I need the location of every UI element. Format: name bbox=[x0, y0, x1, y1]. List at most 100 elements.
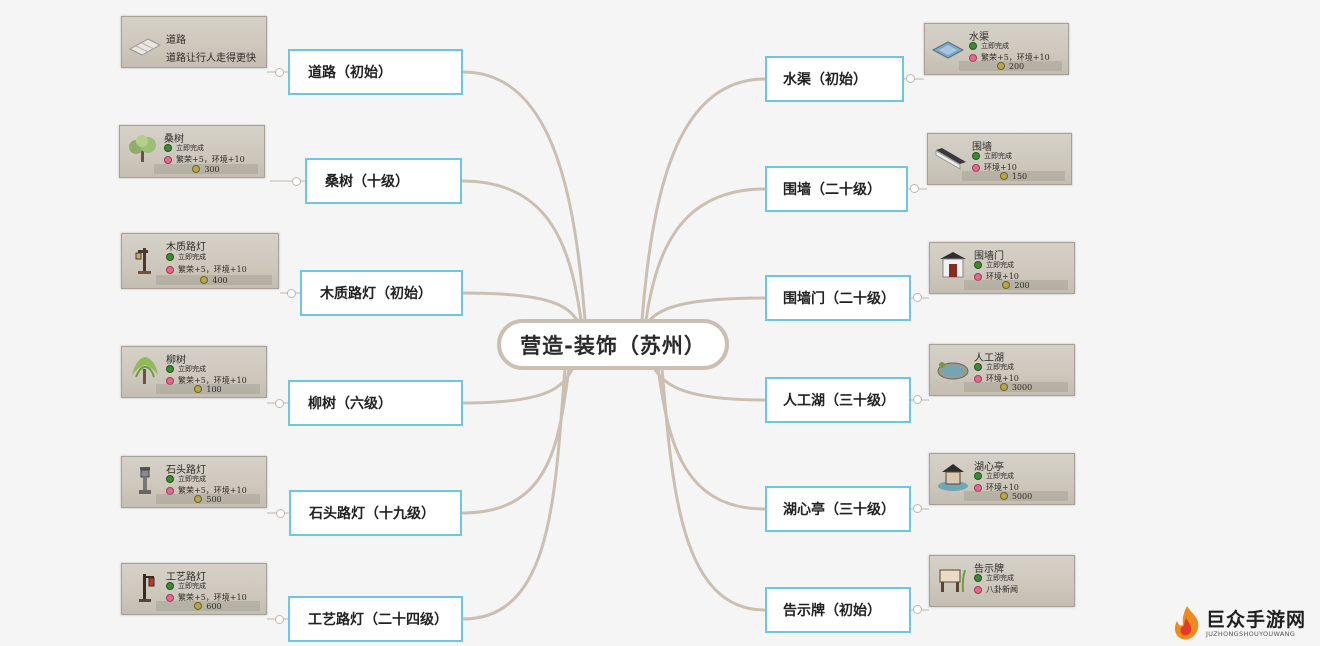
card-effect: 环境+10 bbox=[984, 163, 1017, 172]
connector-left bbox=[461, 366, 567, 621]
instant-icon bbox=[166, 253, 174, 261]
collapse-knob[interactable] bbox=[287, 289, 296, 298]
environment-icon bbox=[972, 163, 980, 172]
card-cost: 200 bbox=[1014, 280, 1030, 290]
connector-left bbox=[460, 366, 571, 515]
card-instant: 立即完成 bbox=[986, 472, 1014, 480]
road-tile-icon bbox=[128, 38, 162, 56]
collapse-knob[interactable] bbox=[275, 399, 284, 408]
card-lake-pavilion: 湖心亭 立即完成 环境+10 5000 bbox=[929, 453, 1075, 505]
card-cost-row: 500 bbox=[156, 494, 260, 504]
card-instant-row: 立即完成 bbox=[974, 573, 1014, 583]
card-effect-row: 繁荣+5，环境+10 bbox=[969, 52, 1050, 63]
node-artificial-lake[interactable]: 人工湖（三十级） bbox=[765, 377, 911, 423]
collapse-knob[interactable] bbox=[913, 395, 922, 404]
environment-icon bbox=[974, 483, 982, 492]
node-road[interactable]: 道路（初始） bbox=[288, 49, 463, 95]
connector-left bbox=[460, 179, 583, 322]
card-cost: 100 bbox=[206, 384, 222, 394]
node-lake-pavilion[interactable]: 湖心亭（三十级） bbox=[765, 486, 911, 532]
card-instant: 立即完成 bbox=[176, 144, 204, 152]
collapse-knob[interactable] bbox=[292, 177, 301, 186]
card-cost-row: 200 bbox=[964, 280, 1068, 290]
card-title: 道路 bbox=[166, 35, 186, 46]
node-stone-lamp[interactable]: 石头路灯（十九级） bbox=[289, 490, 462, 536]
node-wall[interactable]: 围墙（二十级） bbox=[765, 166, 908, 212]
card-instant-row: 立即完成 bbox=[972, 151, 1012, 161]
stone-lamp-icon bbox=[139, 467, 151, 494]
collapse-knob[interactable] bbox=[906, 74, 915, 83]
card-cost-row: 100 bbox=[156, 384, 260, 394]
card-effect: 环境+10 bbox=[986, 374, 1019, 383]
collapse-knob[interactable] bbox=[275, 615, 284, 624]
collapse-knob[interactable] bbox=[275, 68, 284, 77]
card-stone-lamp: 石头路灯 立即完成 繁荣+5，环境+10 500 bbox=[121, 456, 267, 508]
card-effect-row: 繁荣+5，环境+10 bbox=[164, 154, 245, 165]
card-effect: 繁荣+5，环境+10 bbox=[981, 53, 1050, 62]
node-willow[interactable]: 柳树（六级） bbox=[288, 380, 463, 426]
card-effect: 环境+10 bbox=[986, 483, 1019, 492]
node-craft-lamp[interactable]: 工艺路灯（二十四级） bbox=[288, 596, 463, 642]
card-instant-row: 立即完成 bbox=[166, 252, 206, 262]
card-instant-row: 立即完成 bbox=[166, 474, 206, 484]
wall-gate-icon bbox=[940, 252, 966, 278]
environment-icon bbox=[974, 272, 982, 281]
coin-icon bbox=[194, 602, 203, 610]
node-mulberry[interactable]: 桑树（十级） bbox=[305, 158, 462, 204]
card-instant: 立即完成 bbox=[984, 152, 1012, 160]
prosperity-icon bbox=[166, 486, 174, 495]
card-title: 柳树 bbox=[166, 355, 186, 366]
node-notice-board[interactable]: 告示牌（初始） bbox=[765, 587, 911, 633]
coin-icon bbox=[996, 62, 1005, 70]
node-label: 工艺路灯（二十四级） bbox=[308, 612, 448, 628]
instant-icon bbox=[972, 152, 980, 160]
instant-icon bbox=[166, 475, 174, 483]
card-cost-row: 600 bbox=[156, 601, 260, 611]
node-wall-gate[interactable]: 围墙门（二十级） bbox=[765, 275, 911, 321]
card-effect-row: 环境+10 bbox=[974, 482, 1019, 493]
collapse-knob[interactable] bbox=[913, 293, 922, 302]
card-title: 木质路灯 bbox=[166, 242, 206, 253]
connector-left bbox=[461, 291, 579, 322]
collapse-knob[interactable] bbox=[913, 504, 922, 513]
card-instant: 立即完成 bbox=[981, 42, 1009, 50]
collapse-knob[interactable] bbox=[910, 184, 919, 193]
card-title: 告示牌 bbox=[974, 564, 1004, 575]
lake-icon bbox=[937, 362, 969, 380]
prosperity-icon bbox=[164, 155, 172, 164]
card-effect-row: 繁荣+5，环境+10 bbox=[166, 592, 247, 603]
card-cost: 400 bbox=[212, 275, 228, 285]
card-cost: 600 bbox=[206, 601, 222, 611]
card-title: 石头路灯 bbox=[166, 465, 206, 476]
node-label: 道路（初始） bbox=[308, 65, 392, 81]
prosperity-icon bbox=[969, 53, 977, 62]
card-wall-gate: 围墙门 立即完成 环境+10 200 bbox=[929, 242, 1075, 294]
center-topic-label: 营造-装饰（苏州） bbox=[520, 333, 706, 358]
collapse-knob[interactable] bbox=[913, 605, 922, 614]
card-instant: 立即完成 bbox=[178, 475, 206, 483]
coin-icon bbox=[194, 385, 203, 393]
instant-icon bbox=[974, 261, 982, 269]
collapse-knob[interactable] bbox=[276, 509, 285, 518]
site-watermark: 巨众手游网 JUZHONGSHOUYOUWANG bbox=[1168, 604, 1318, 644]
prosperity-icon bbox=[166, 376, 174, 385]
card-instant: 立即完成 bbox=[986, 261, 1014, 269]
card-description: 道路让行人走得更快 bbox=[166, 53, 256, 64]
card-cost: 200 bbox=[1008, 61, 1025, 71]
card-effect-row: 八卦新闻 bbox=[974, 584, 1018, 595]
coin-icon bbox=[999, 383, 1008, 391]
instant-icon bbox=[969, 42, 977, 50]
card-effect-row: 繁荣+5，环境+10 bbox=[166, 375, 247, 386]
node-wooden-lamp[interactable]: 木质路灯（初始） bbox=[300, 270, 463, 316]
card-cost-row: 400 bbox=[156, 275, 272, 285]
connector-right bbox=[660, 366, 767, 612]
notice-board-icon bbox=[939, 569, 966, 593]
willow-tree-icon bbox=[132, 357, 158, 384]
card-road: 道路 道路让行人走得更快 bbox=[121, 16, 267, 68]
center-topic[interactable]: 营造-装饰（苏州） bbox=[497, 319, 729, 370]
node-canal[interactable]: 水渠（初始） bbox=[765, 56, 904, 102]
card-cost-row: 200 bbox=[959, 61, 1062, 71]
prosperity-icon bbox=[166, 265, 174, 274]
node-label: 石头路灯（十九级） bbox=[309, 506, 435, 522]
card-effect-row: 环境+10 bbox=[974, 373, 1019, 384]
